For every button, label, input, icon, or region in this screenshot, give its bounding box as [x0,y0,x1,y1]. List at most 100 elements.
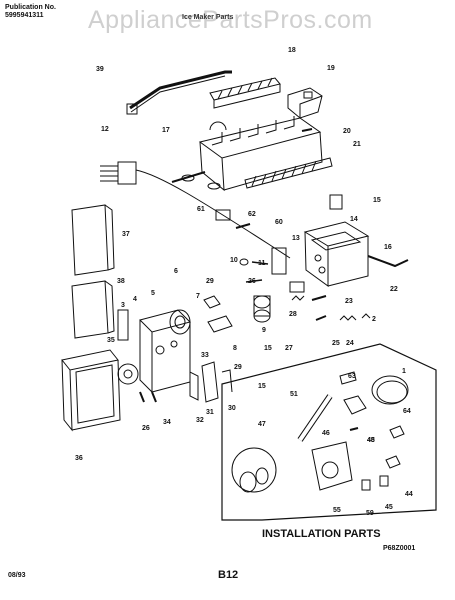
part-8 [207,315,233,333]
footer-date: 08/93 [8,572,26,579]
callout-29: 29 [234,364,242,371]
callout-18: 18 [288,47,296,54]
callout-28: 28 [289,311,297,318]
callout-61: 61 [197,206,205,213]
callout-11: 11 [258,260,266,267]
callout-38: 38 [117,278,125,285]
callout-19: 19 [327,65,335,72]
callout-46: 46 [322,430,330,437]
callout-48: 48 [367,437,375,444]
callout-34: 34 [163,419,171,426]
part-cover [287,87,323,119]
callout-9: 9 [262,327,266,334]
callout-15: 15 [264,345,272,352]
part-screw-60 [235,223,251,229]
callout-63: 63 [348,373,356,380]
part-screw-25 [315,315,327,321]
part-31 [201,361,219,403]
part-clip [329,194,343,210]
callout-15: 15 [373,197,381,204]
page-title: Ice Maker Parts [182,14,234,21]
part-30 [221,369,233,393]
callout-24: 24 [346,340,354,347]
part-screw-34 [139,391,145,403]
callout-59: 59 [366,510,374,517]
part-screw-23 [311,295,327,301]
callout-64: 64 [403,408,411,415]
part-shaft [245,279,263,283]
part-spring-24 [339,315,357,321]
part-29 [203,295,221,309]
callout-15: 15 [258,383,266,390]
part-mold [171,116,323,192]
callout-33: 33 [201,352,209,359]
callout-13: 13 [292,235,300,242]
installation-parts-box [221,343,437,521]
callout-22: 22 [390,286,398,293]
callout-47: 47 [258,421,266,428]
part-fill-valve-gear [253,295,271,323]
callout-51: 51 [290,391,298,398]
callout-44: 44 [405,491,413,498]
callout-4: 4 [133,296,137,303]
callout-7: 7 [196,293,200,300]
callout-30: 30 [228,405,236,412]
callout-32: 32 [196,417,204,424]
part-rack [244,157,333,189]
callout-2: 2 [372,316,376,323]
callout-45: 45 [385,504,393,511]
part-sheet [71,280,115,339]
callout-27: 27 [285,345,293,352]
part-bracket [215,209,231,221]
part-housing [303,221,409,287]
part-fill-arm [126,70,232,115]
callout-16: 16 [384,244,392,251]
part-gear [117,363,139,385]
footer-page: B12 [218,569,239,581]
callout-21: 21 [353,141,361,148]
callout-55: 55 [333,507,341,514]
callout-25: 25 [332,340,340,347]
callout-6: 6 [174,268,178,275]
callout-62: 62 [248,211,256,218]
callout-37: 37 [122,231,130,238]
watermark: AppliancePartsPros.com [88,6,373,34]
callout-12: 12 [101,126,109,133]
callout-26: 26 [248,278,256,285]
callout-36: 36 [75,455,83,462]
callout-20: 20 [343,128,351,135]
callout-17: 17 [162,127,170,134]
callout-8: 8 [233,345,237,352]
part-harness [100,161,291,259]
callout-1: 1 [402,368,406,375]
callout-14: 14 [350,216,358,223]
installation-caption: INSTALLATION PARTS [262,528,381,540]
part-spring-2 [361,313,371,319]
part-shield [117,309,129,341]
part-stripper [209,77,281,109]
part-mounting-plate [139,309,191,394]
publication-label: Publication No. [5,4,56,11]
callout-10: 10 [230,257,238,264]
part-spring [291,295,305,301]
part-32 [189,371,199,401]
publication-number: 5995941311 [5,12,44,19]
callout-5: 5 [151,290,155,297]
callout-3: 3 [121,302,125,309]
callout-26: 26 [142,425,150,432]
callout-31: 31 [206,409,214,416]
figure-code: P68Z0001 [383,545,416,552]
part-cam [289,281,305,293]
callout-60: 60 [275,219,283,226]
part-motor [169,309,191,335]
callout-29: 29 [206,278,214,285]
part-insulation [71,204,115,276]
part-switch [271,247,287,275]
part-screw-26b [151,391,157,403]
part-front-cover [61,349,121,432]
part-screw [301,128,313,132]
callout-45: 45 [367,437,375,444]
callout-39: 39 [96,66,104,73]
callout-35: 35 [107,337,115,344]
